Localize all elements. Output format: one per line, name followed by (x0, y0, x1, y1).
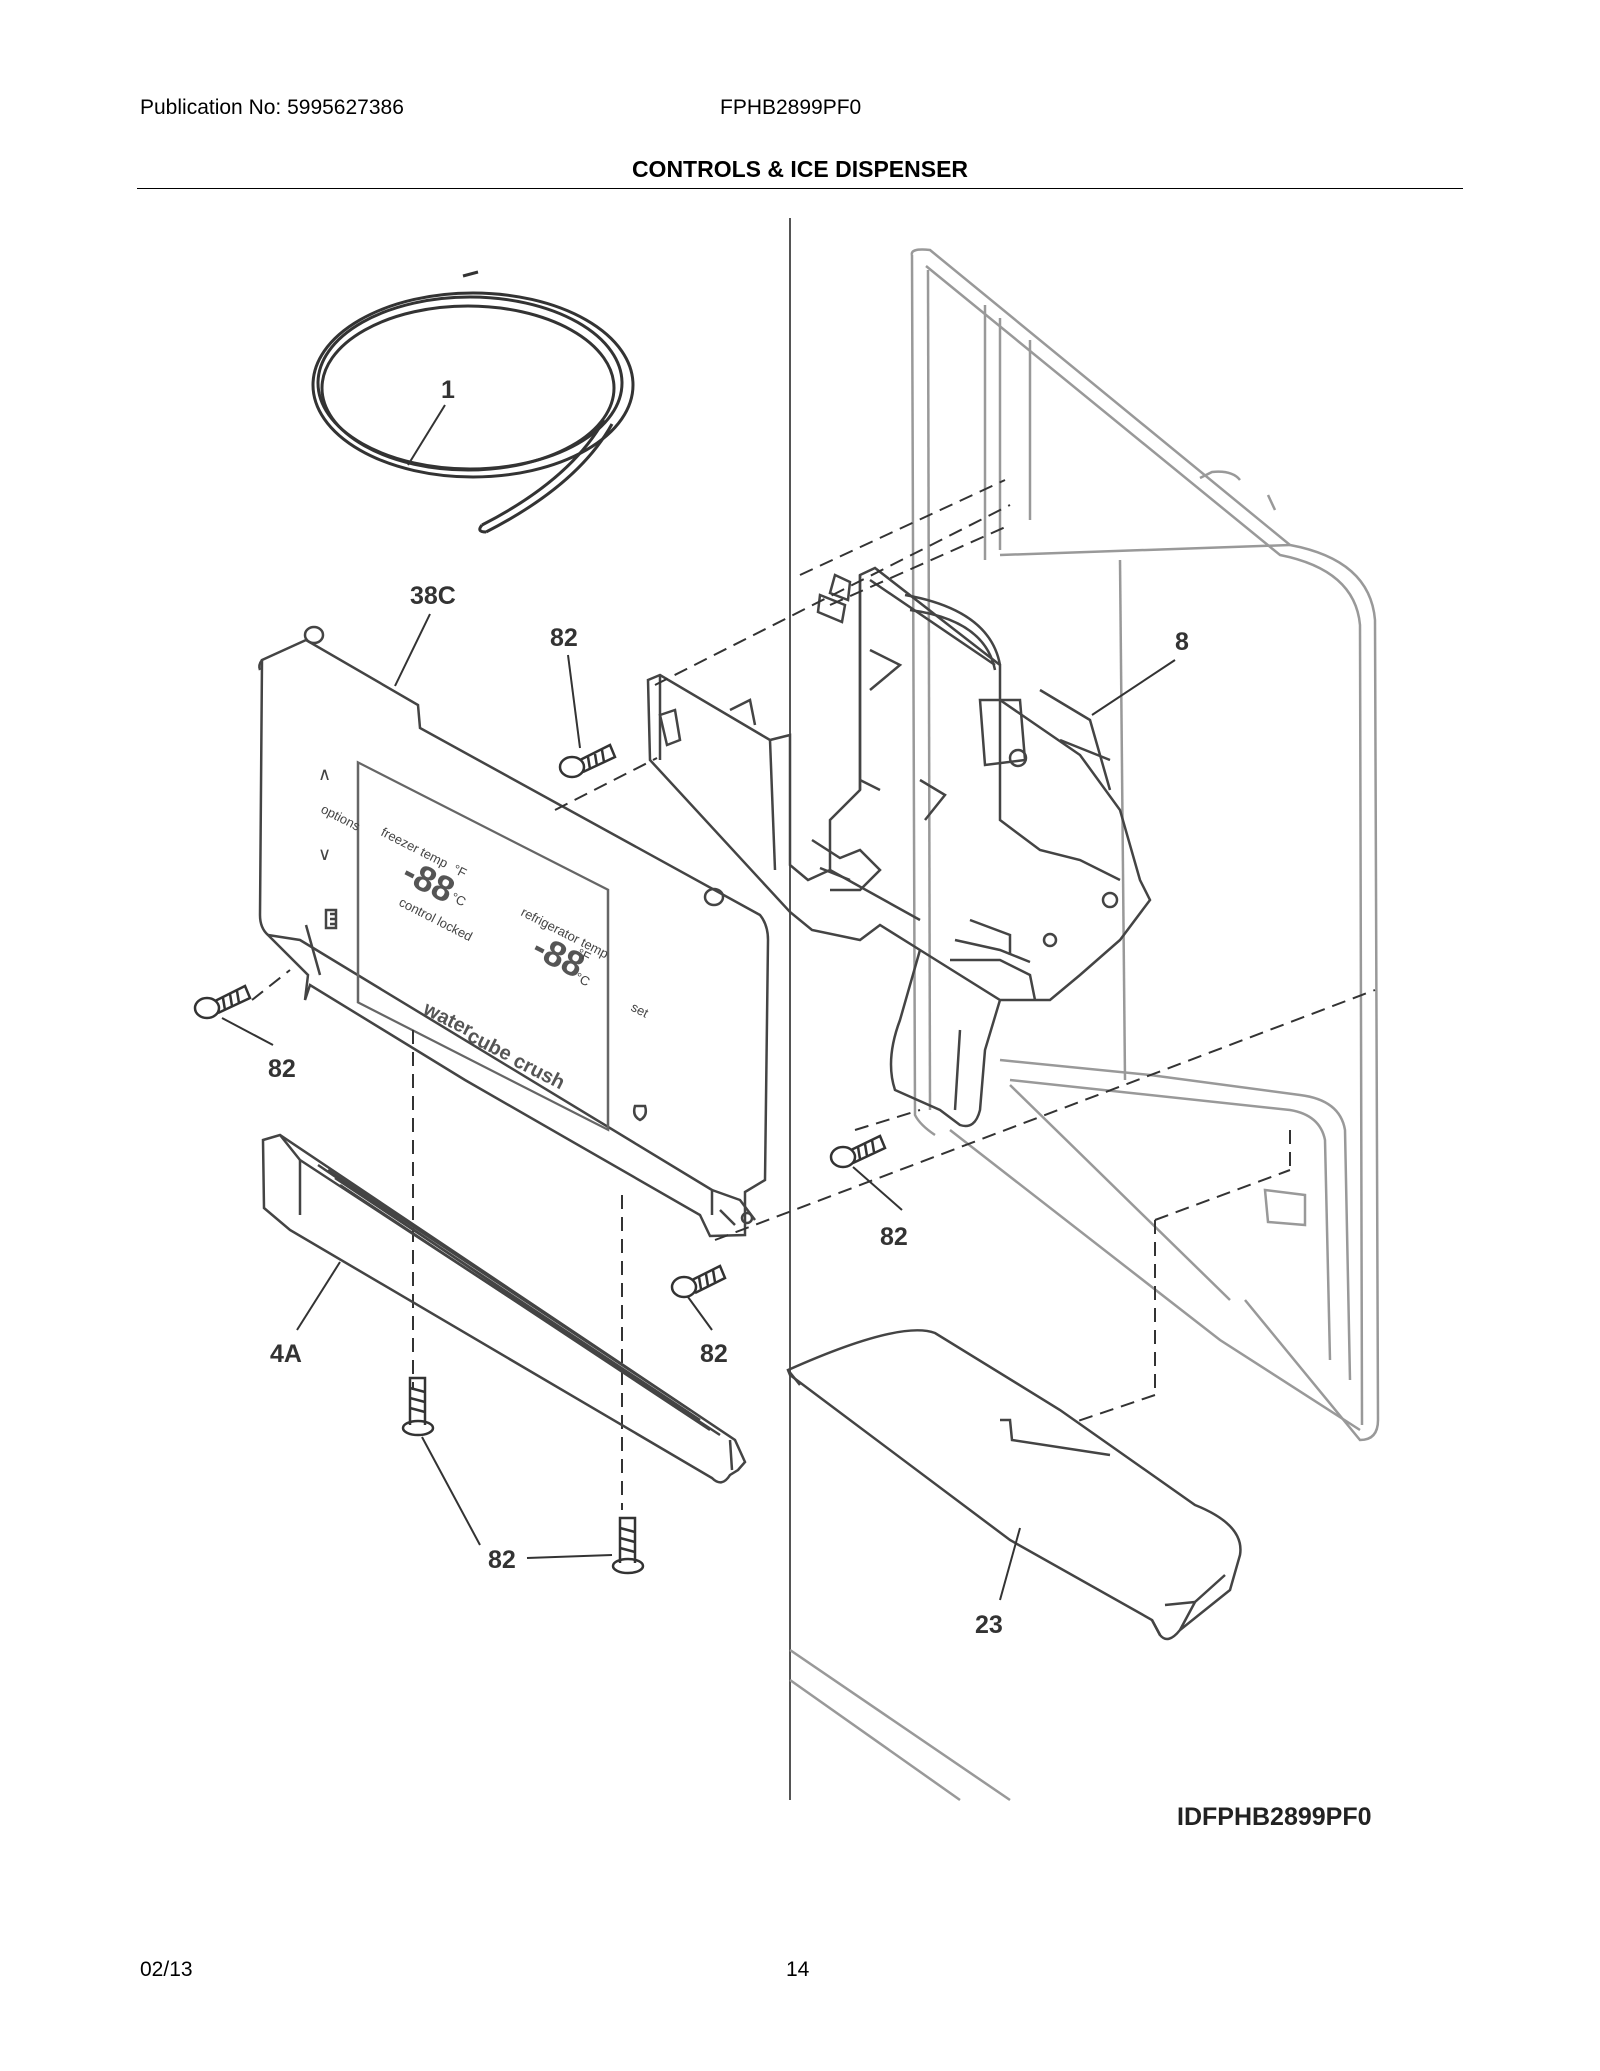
dispenser-actuator (646, 566, 1152, 1128)
screw-upper-center (558, 743, 617, 779)
panel-label-options: options (319, 801, 364, 834)
door-liner (789, 248, 1380, 1802)
screw-lower-center (670, 1264, 727, 1299)
footer-date: 02/13 (140, 1958, 193, 1981)
panel-unit-c2: °C (573, 969, 593, 989)
tubing-coil (311, 270, 635, 534)
alignment-dashes (251, 479, 1376, 1510)
dispenser-bezel (261, 1133, 747, 1484)
header-divider (137, 188, 1463, 189)
panel-unit-f2: °F (575, 945, 594, 964)
callout-4a: 4A (270, 1340, 302, 1368)
callout-82-right: 82 (880, 1223, 908, 1251)
callout-1: 1 (441, 376, 455, 404)
leader-lines (221, 404, 1176, 1601)
callout-82-left: 82 (268, 1055, 296, 1083)
screws (193, 743, 887, 1575)
screw-left (193, 984, 252, 1020)
screw-vertical-right (611, 1516, 645, 1575)
publication-number: Publication No: 5995627386 (140, 96, 404, 119)
diagram-id: IDFPHB2899PF0 (1177, 1803, 1372, 1831)
drip-tray (786, 1329, 1242, 1641)
callout-82-bottom: 82 (488, 1546, 516, 1574)
svg-text:∧: ∧ (318, 764, 331, 784)
model-number: FPHB2899PF0 (720, 96, 862, 119)
page-number: 14 (786, 1958, 810, 1981)
panel-display-labels: ∧ options ∨ freezer temp -88 °F °C contr… (318, 764, 651, 1094)
callout-38c: 38C (410, 582, 456, 610)
screw-right-middle (829, 1134, 887, 1169)
callout-82-upper: 82 (550, 624, 578, 652)
panel-unit-c: °C (449, 889, 469, 909)
callout-82-lower: 82 (700, 1340, 728, 1368)
svg-text:∨: ∨ (318, 844, 331, 864)
panel-label-set: set (629, 999, 652, 1020)
control-panel (258, 625, 770, 1238)
callout-8: 8 (1175, 628, 1189, 656)
screw-vertical-left (401, 1376, 435, 1437)
panel-label-crush: crush (510, 1050, 569, 1094)
callout-23: 23 (975, 1611, 1003, 1639)
page-title: CONTROLS & ICE DISPENSER (631, 156, 969, 182)
panel-unit-f: °F (451, 861, 470, 880)
